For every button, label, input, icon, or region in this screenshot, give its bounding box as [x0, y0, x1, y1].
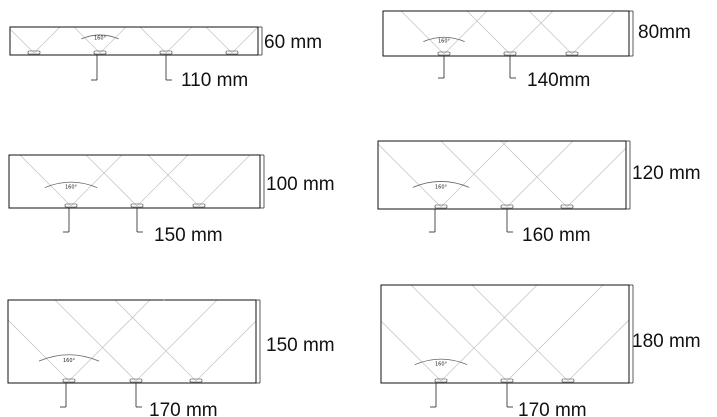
detection-angle-arc — [38, 354, 100, 362]
detection-line-right — [136, 155, 189, 207]
sensor-icon — [500, 204, 514, 209]
sensor-icon — [189, 378, 203, 383]
panel-outline — [8, 154, 261, 209]
detection-line-left — [114, 300, 197, 382]
spacing-label: 150 mm — [154, 225, 223, 246]
sensor-icon — [225, 50, 239, 55]
detection-line-right — [506, 141, 574, 208]
detection-angle-label: 160° — [65, 185, 78, 191]
panel-group: 160° 120 mm 160 mm — [377, 140, 701, 246]
sensor-icon — [434, 378, 448, 383]
detection-line-left — [10, 28, 35, 54]
sensor-icon — [565, 51, 579, 56]
detection-angle-arc — [412, 181, 470, 188]
diagonal-lines — [378, 141, 626, 208]
detection-line-right — [195, 320, 256, 382]
panel-outline — [9, 26, 259, 56]
sensor-icon — [437, 51, 451, 56]
panel-group: 160° 150 mm 170 mm — [7, 299, 335, 417]
detection-line-left — [85, 155, 138, 207]
sensor-icon — [130, 203, 144, 208]
diagonal-lines — [400, 11, 616, 55]
detection-line-right — [231, 27, 258, 54]
detection-angle-arc — [44, 181, 98, 189]
detection-line-right — [165, 27, 193, 54]
detection-angle-label: 160° — [435, 184, 448, 190]
detection-line-right — [33, 27, 61, 54]
panel-outline — [382, 10, 630, 57]
detection-line-right — [68, 300, 151, 382]
panel-group: 160° 180 mm 170 mm — [380, 284, 701, 417]
detection-angle-label: 160° — [435, 362, 448, 368]
spacing-label: 170 mm — [149, 400, 218, 417]
spacing-label: 110 mm — [181, 70, 248, 91]
sensor-icon — [561, 378, 575, 383]
sensor-icon — [560, 204, 574, 209]
sensor-icon — [159, 50, 173, 55]
detection-line-right — [566, 147, 626, 208]
detection-line-left — [500, 141, 568, 208]
thickness-label: 120 mm — [632, 163, 701, 184]
detection-line-left — [400, 11, 445, 55]
detection-line-left — [19, 155, 72, 207]
detection-line-right — [99, 27, 127, 54]
detection-line-left — [205, 27, 233, 54]
detection-line-left — [147, 155, 200, 207]
detection-angle-label: 160° — [94, 36, 107, 42]
diagonal-lines — [10, 27, 258, 54]
thickness-label: 60 mm — [264, 32, 322, 53]
sensor-icon — [129, 378, 143, 383]
detection-line-left — [378, 143, 442, 208]
detection-line-right — [440, 141, 508, 208]
detection-line-left — [54, 300, 137, 382]
detection-line-right — [571, 11, 616, 55]
detection-angle-label: 160° — [438, 38, 451, 44]
detection-line-left — [440, 141, 508, 208]
detection-line-left — [8, 319, 70, 382]
detection-line-left — [139, 27, 167, 54]
thickness-label: 150 mm — [266, 335, 335, 356]
panel-outline — [7, 299, 257, 384]
spacing-label: 160 mm — [522, 225, 591, 246]
diagonal-lines — [19, 155, 251, 207]
spacing-label: 140mm — [527, 70, 590, 91]
sensor-icon — [500, 378, 514, 383]
detection-angle-arc — [423, 36, 465, 42]
detection-line-left — [528, 11, 573, 55]
detection-line-right — [443, 11, 488, 55]
detection-line-right — [198, 155, 251, 207]
sensor-icon — [192, 203, 206, 208]
panel-group: 160° 60 mm 110 mm — [9, 26, 322, 91]
detection-line-left — [410, 285, 508, 382]
detection-line-right — [509, 11, 554, 55]
detection-line-left — [466, 11, 511, 55]
detection-line-right — [135, 300, 218, 382]
detection-line-right — [567, 319, 629, 382]
detection-line-left — [73, 27, 101, 54]
detection-angle-arc — [81, 34, 119, 40]
thickness-label: 180 mm — [632, 331, 701, 352]
detection-line-right — [70, 155, 123, 207]
detection-line-right — [506, 285, 604, 382]
sensor-icon — [62, 378, 76, 383]
stray-dot — [163, 299, 165, 301]
panel-group: 160° 80mm 140mm — [382, 10, 691, 91]
sensor-icon — [64, 203, 78, 208]
panel-outline — [380, 284, 630, 384]
spacing-label: 170 mm — [518, 400, 587, 417]
diagonal-lines — [8, 300, 256, 382]
sensor-icon — [434, 204, 448, 209]
sensor-icon — [93, 50, 107, 55]
detection-angle-label: 160° — [63, 358, 76, 364]
thickness-label: 80mm — [638, 22, 691, 43]
sensor-icon — [27, 50, 41, 55]
thickness-label: 100 mm — [266, 174, 335, 195]
panel-outline — [377, 140, 627, 210]
sensor-icon — [503, 51, 517, 56]
detection-angle-arc — [414, 358, 468, 366]
detection-line-left — [471, 285, 569, 382]
panel-group: 160° 100 mm 150 mm — [8, 154, 335, 246]
